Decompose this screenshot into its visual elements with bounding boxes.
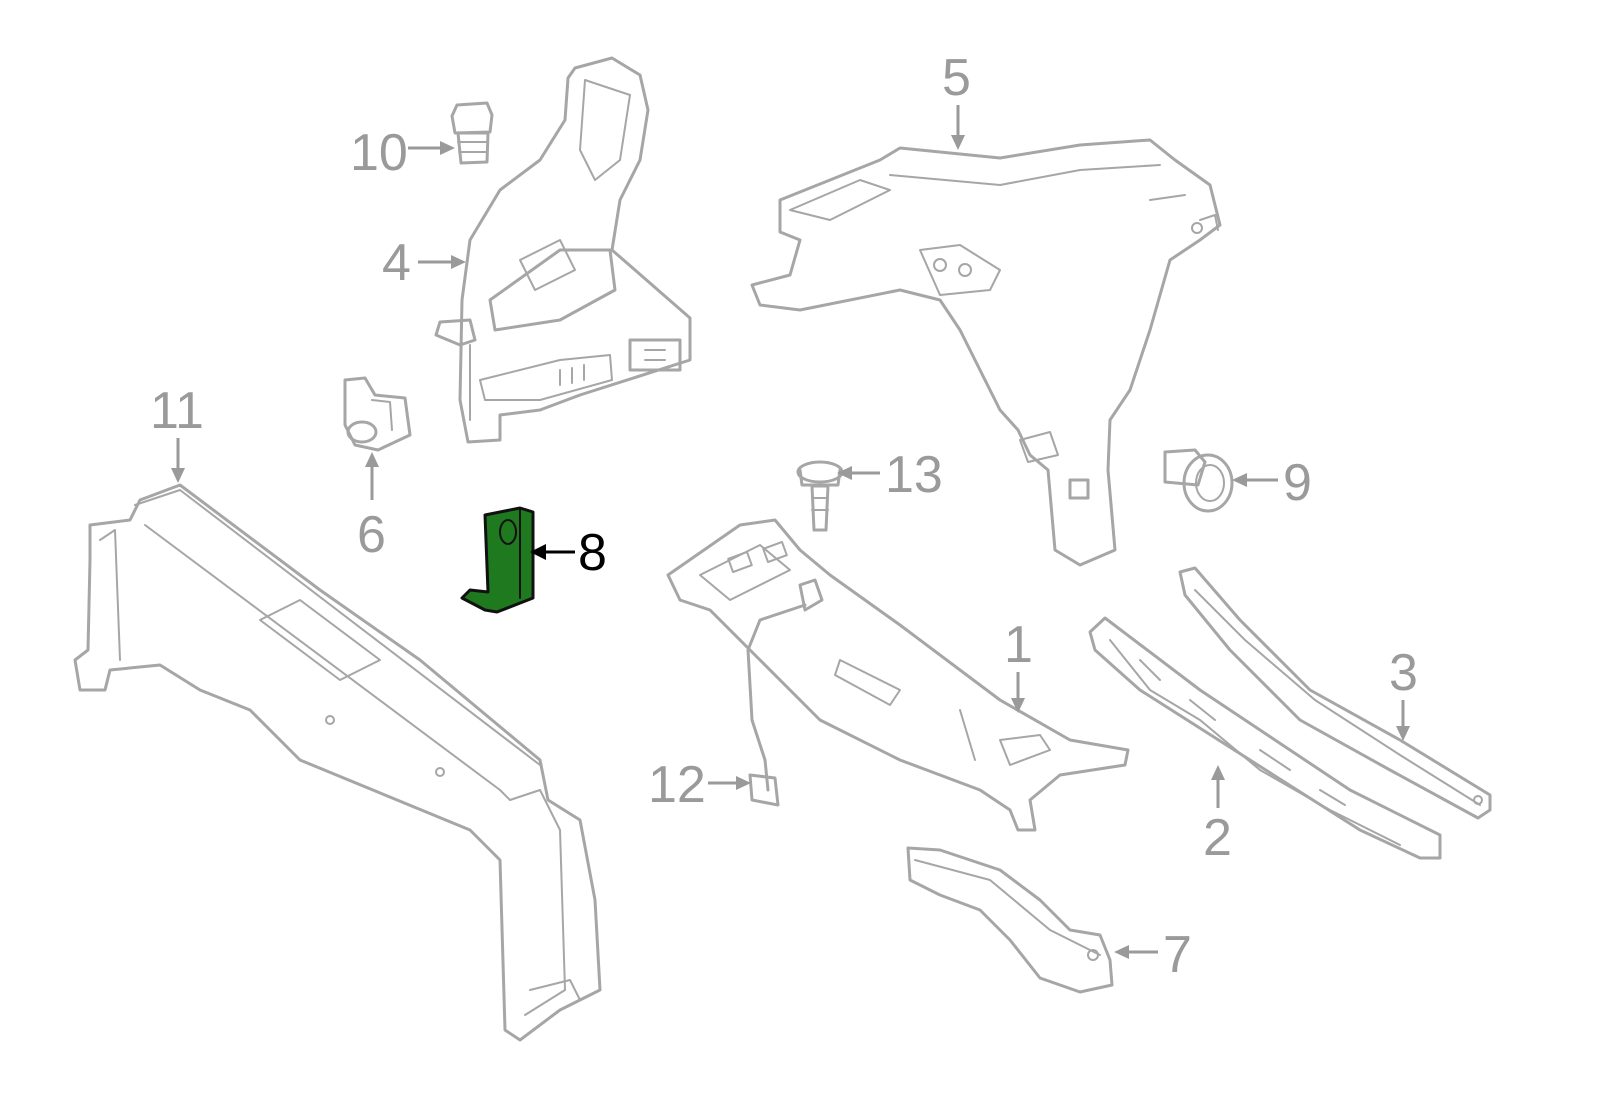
callout-12: 12 [648,756,706,814]
callout-6: 6 [357,506,386,564]
callout-11: 11 [150,382,204,440]
callout-4: 4 [382,234,411,292]
callout-8: 8 [578,524,607,582]
callout-labels: 10 4 5 6 11 13 9 8 1 3 2 12 7 [150,49,1418,984]
callout-arrows [171,105,1410,959]
part-12-rod[interactable] [746,578,824,807]
part-1-lower-tie-bar[interactable] [666,518,1130,832]
part-10-plug[interactable] [450,101,494,165]
part-13-screw[interactable] [796,460,844,532]
callout-10: 10 [350,124,408,182]
callout-2: 2 [1203,809,1232,867]
callout-3: 3 [1389,644,1418,702]
callout-13: 13 [885,446,943,504]
callout-7: 7 [1163,926,1192,984]
callout-5: 5 [942,49,971,107]
part-2-bar[interactable] [1088,616,1442,860]
part-7-lower-bracket[interactable] [906,846,1114,994]
part-6-bracket[interactable] [343,376,412,452]
part-4-apron-bracket[interactable] [434,56,692,444]
part-11-front-crossmember[interactable] [73,483,602,1042]
callout-1: 1 [1004,616,1033,674]
part-9-clip[interactable] [1163,448,1234,513]
part-5-upper-support[interactable] [750,138,1222,567]
part-8-highlighted-bracket[interactable] [460,506,535,614]
part-3-bar[interactable] [1178,566,1492,820]
callout-9: 9 [1283,454,1312,512]
